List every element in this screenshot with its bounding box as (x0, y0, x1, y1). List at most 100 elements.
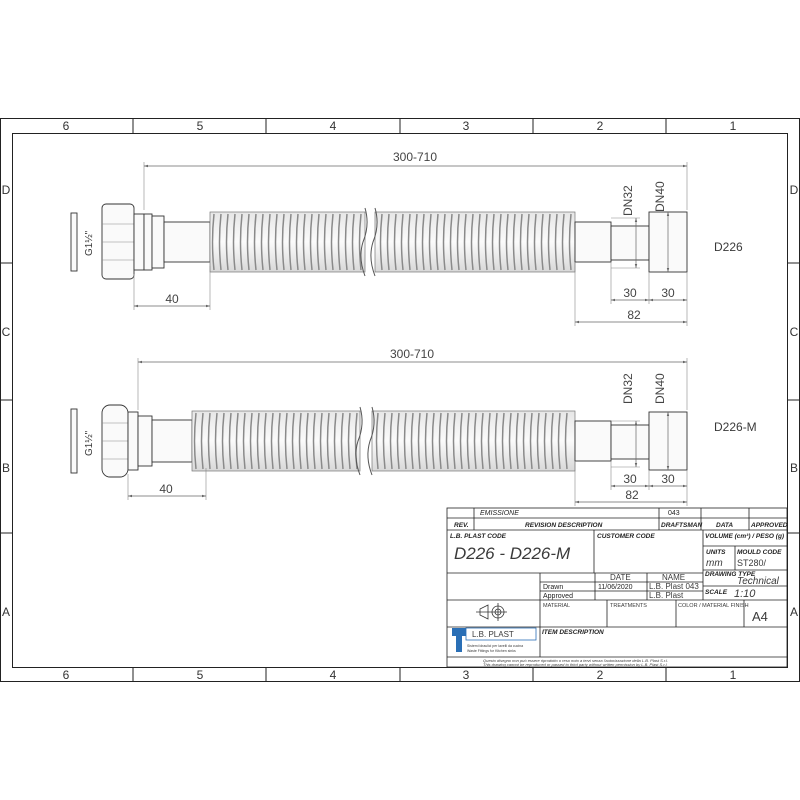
sheet-size: A4 (752, 609, 768, 624)
hose-rib (431, 412, 435, 470)
hose-rib (319, 412, 323, 470)
washer (70, 408, 78, 474)
hose-rib (239, 213, 243, 271)
date-header: DATE (610, 573, 631, 582)
hose-rib (543, 412, 547, 470)
hose-rib (456, 213, 460, 271)
zone-col-label: 2 (597, 119, 604, 133)
zone-row-label: C (790, 325, 799, 339)
hose-rib (540, 213, 544, 271)
hose-rib (564, 412, 568, 470)
hose-rib (375, 412, 379, 470)
hose-rib (421, 213, 425, 271)
approved-row-label: Approved (543, 593, 573, 600)
hose-rib (473, 412, 477, 470)
nut (101, 203, 145, 280)
drawing-type-value: Technical (737, 576, 780, 587)
hose-rib (267, 213, 271, 271)
rev-label: REV. (454, 522, 469, 529)
hose-rib (330, 213, 334, 271)
dim-dn32: DN32 (621, 185, 635, 216)
hose-rib (232, 213, 236, 271)
hose-rib (225, 213, 229, 271)
scale-value: 1:10 (734, 588, 756, 600)
product-code: D226 - D226-M (454, 544, 571, 563)
hose-rib (519, 213, 523, 271)
hose-rib (407, 213, 411, 271)
hose-rib (333, 412, 337, 470)
hose-rib (214, 412, 218, 470)
hose-rib (410, 412, 414, 470)
units-label: UNITS (706, 549, 726, 556)
hose-rib (522, 412, 526, 470)
hose-rib (340, 412, 344, 470)
company-name: L.B. PLAST (472, 630, 514, 639)
nut (101, 404, 139, 478)
name-header: NAME (662, 573, 685, 582)
hose-rib (389, 412, 393, 470)
zone-row-label: D (790, 183, 799, 197)
row-labels-left: D C B A (2, 183, 11, 619)
drawing-type-label: DRAWING TYPE (705, 571, 756, 578)
tailpiece-right (574, 211, 688, 273)
corrugated-hose (209, 207, 576, 277)
approved-name: L.B. Plast (649, 591, 684, 600)
dim-tail-length: 82 (625, 488, 639, 502)
hose-rib (260, 213, 264, 271)
zone-col-label: 4 (330, 668, 337, 682)
dim-tail-length: 82 (627, 308, 641, 322)
hose-rib (291, 412, 295, 470)
zone-row-label: D (2, 183, 11, 197)
hose-rib (323, 213, 327, 271)
company-tagline: Waste Fittings for Kitchen sinks (467, 649, 516, 653)
hose-rib (463, 213, 467, 271)
hose-rib (400, 213, 404, 271)
hose-rib (529, 412, 533, 470)
hose-rib (498, 213, 502, 271)
hose-rib (494, 412, 498, 470)
color-label: COLOR / MATERIAL FINISH (678, 603, 749, 609)
hose-rib (270, 412, 274, 470)
title-block-text: EMISSIONE 043 REV. REVISION DESCRIPTION … (450, 510, 788, 667)
hose-rib (253, 213, 257, 271)
hose-rib (218, 213, 222, 271)
hose-rib (281, 213, 285, 271)
hose-rib (309, 213, 313, 271)
zone-col-label: 6 (63, 119, 70, 133)
hose-rib (508, 412, 512, 470)
washer (70, 212, 78, 272)
hose-rib (515, 412, 519, 470)
drawn-name: L.B. Plast 043 (649, 582, 699, 591)
hose-rib (298, 412, 302, 470)
dim-seg1: 30 (623, 472, 637, 486)
hose-rib (302, 213, 306, 271)
hose-rib (403, 412, 407, 470)
hose-rib (344, 213, 348, 271)
hose-rib (459, 412, 463, 470)
title-block (446, 507, 788, 668)
emissione-value: 043 (668, 510, 680, 517)
hose-rib (491, 213, 495, 271)
hose-rib (435, 213, 439, 271)
volume-label: VOLUME (cm³) / PESO (g) (705, 533, 784, 540)
hose-rib (442, 213, 446, 271)
zone-row-label: C (2, 325, 11, 339)
tailpiece-left (143, 213, 211, 271)
mould-code-value: ST280/ (737, 558, 767, 568)
hose-rib (452, 412, 456, 470)
dim-overall-length: 300-710 (390, 347, 434, 361)
hose-rib (211, 213, 215, 271)
hose-rib (536, 412, 540, 470)
hose-rib (312, 412, 316, 470)
hose-rib (487, 412, 491, 470)
hose-rib (550, 412, 554, 470)
hose-rib (277, 412, 281, 470)
code-label: L.B. PLAST CODE (450, 533, 507, 540)
zone-row-label: B (790, 461, 798, 475)
hose-rib (484, 213, 488, 271)
scale-label: SCALE (705, 589, 728, 596)
zone-col-label: 3 (463, 668, 470, 682)
tailpiece-left (137, 415, 193, 467)
dim-dn40: DN40 (653, 181, 667, 212)
lb-plast-logo: L.B. PLAST Sistemi idraulici per lavelli… (452, 627, 537, 653)
